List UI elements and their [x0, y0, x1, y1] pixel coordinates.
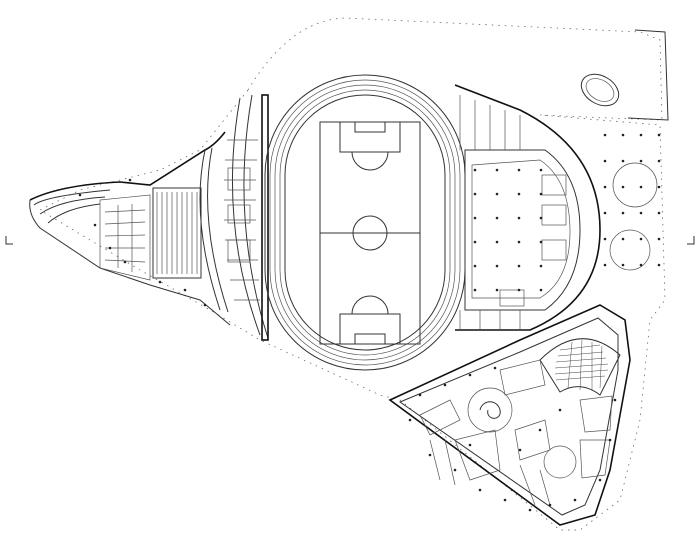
column-grid	[78, 133, 661, 512]
column-dot	[158, 280, 162, 284]
column-dot	[539, 216, 543, 220]
column-dot	[657, 263, 661, 267]
column-dot	[539, 264, 543, 268]
column-dot	[657, 133, 661, 137]
column-dot	[418, 393, 422, 397]
column-dot	[573, 498, 577, 502]
east-pavilion-lower	[609, 229, 651, 271]
column-dot	[495, 192, 499, 196]
column-dot	[539, 288, 543, 292]
south-triangle-building	[388, 304, 631, 526]
column-dot	[493, 366, 497, 370]
column-dot	[639, 263, 643, 267]
column-dot	[639, 237, 643, 241]
column-dot	[495, 168, 499, 172]
column-dot	[495, 264, 499, 268]
column-dot	[518, 448, 522, 452]
column-dot	[473, 240, 477, 244]
column-dot	[598, 478, 602, 482]
column-dot	[539, 240, 543, 244]
column-dot	[468, 373, 472, 377]
running-track	[264, 74, 466, 371]
column-dot	[539, 192, 543, 196]
column-dot	[639, 211, 643, 215]
column-dot	[123, 260, 127, 264]
column-dot	[203, 303, 207, 307]
column-dot	[603, 133, 607, 137]
column-dot	[603, 237, 607, 241]
round-court	[543, 445, 577, 479]
north-east-entrance	[627, 29, 669, 121]
column-dot	[558, 408, 562, 412]
column-dot	[613, 398, 617, 402]
column-dot	[453, 468, 457, 472]
column-dot	[128, 178, 132, 182]
column-dot	[473, 288, 477, 292]
column-dot	[108, 246, 112, 250]
column-dot	[495, 240, 499, 244]
column-dot	[517, 192, 521, 196]
column-dot	[639, 159, 643, 163]
column-dot	[657, 159, 661, 163]
column-dot	[517, 288, 521, 292]
column-dot	[443, 383, 447, 387]
column-dot	[78, 193, 82, 197]
football-pitch	[319, 121, 421, 345]
column-dot	[539, 168, 543, 172]
column-dot	[495, 216, 499, 220]
site-boundary	[39, 17, 666, 531]
left-section-marker	[5, 236, 13, 245]
column-dot	[517, 168, 521, 172]
column-dot	[517, 240, 521, 244]
column-dot	[621, 133, 625, 137]
column-dot	[538, 428, 542, 432]
column-dot	[408, 418, 412, 422]
column-dot	[639, 133, 643, 137]
column-dot	[608, 438, 612, 442]
column-dot	[548, 503, 552, 507]
column-dot	[621, 159, 625, 163]
column-dot	[621, 211, 625, 215]
spiral-courtyard	[467, 387, 513, 433]
column-dot	[621, 263, 625, 267]
oval-pavilion	[580, 73, 620, 107]
column-dot	[183, 288, 187, 292]
column-dot	[473, 168, 477, 172]
column-dot	[603, 211, 607, 215]
column-dot	[657, 211, 661, 215]
column-dot	[528, 508, 532, 512]
column-dot	[603, 263, 607, 267]
column-dot	[473, 216, 477, 220]
stadium-stand	[224, 94, 269, 341]
column-dot	[473, 264, 477, 268]
column-dot	[478, 488, 482, 492]
column-dot	[657, 237, 661, 241]
column-dot	[93, 223, 97, 227]
central-teaching-block	[454, 84, 601, 331]
column-dot	[657, 185, 661, 189]
column-dot	[621, 237, 625, 241]
column-dot	[621, 185, 625, 189]
column-dot	[428, 453, 432, 457]
east-pavilion-upper	[612, 162, 658, 208]
column-dot	[517, 216, 521, 220]
column-dot	[495, 288, 499, 292]
column-dot	[517, 264, 521, 268]
column-dot	[503, 498, 507, 502]
right-section-marker	[687, 236, 695, 245]
column-dot	[468, 443, 472, 447]
west-wedge-building	[29, 131, 231, 326]
column-dot	[473, 192, 477, 196]
column-dot	[603, 159, 607, 163]
column-dot	[603, 185, 607, 189]
column-dot	[639, 185, 643, 189]
